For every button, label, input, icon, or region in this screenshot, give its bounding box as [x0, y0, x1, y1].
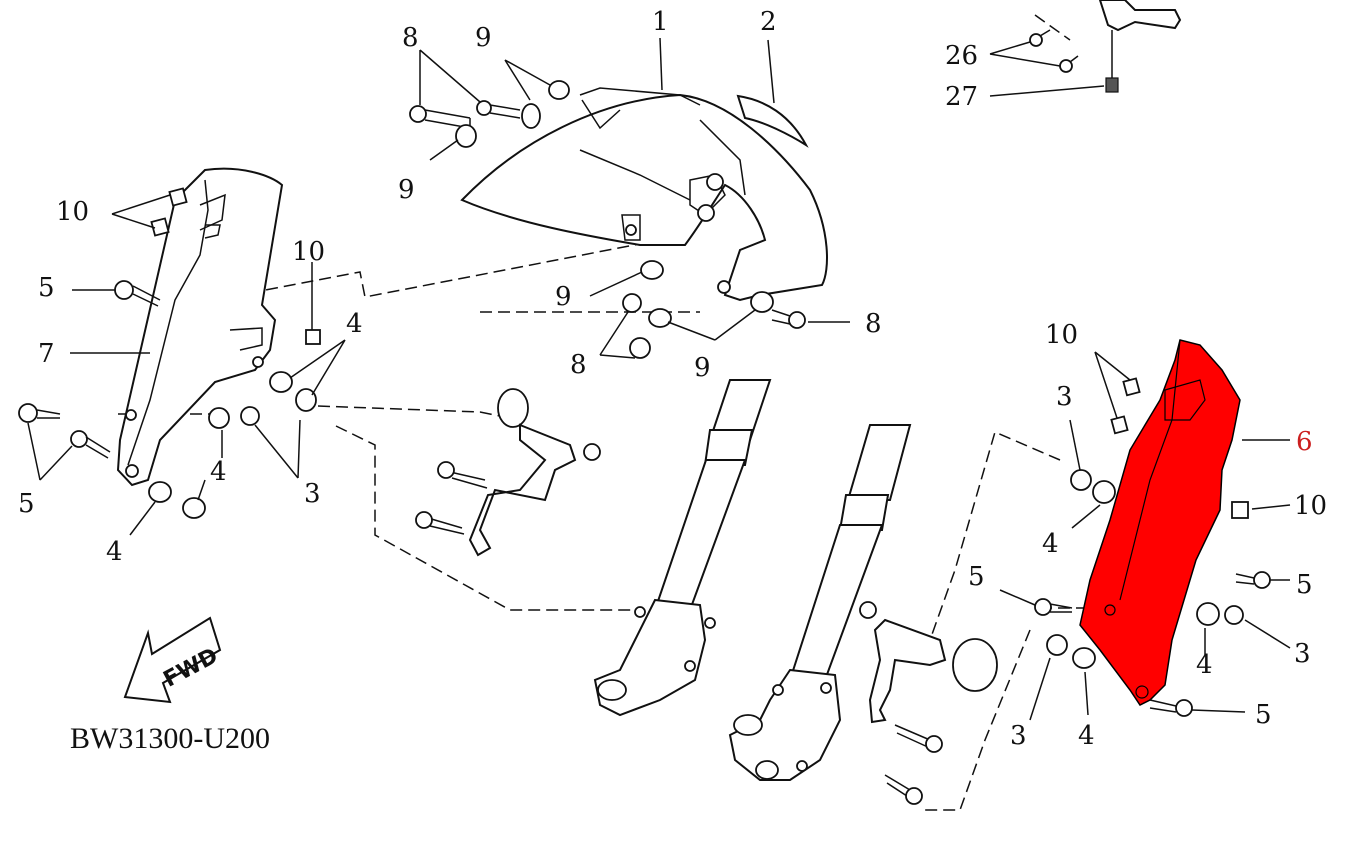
callout-5: 5	[1255, 700, 1272, 730]
callout-5: 5	[968, 562, 985, 592]
callout-26: 26	[945, 41, 978, 71]
callout-4: 4	[106, 537, 123, 567]
callout-4: 4	[1196, 650, 1213, 680]
left-fork-protector	[116, 167, 284, 487]
callout-4: 4	[1078, 721, 1095, 751]
fender-decal	[736, 39, 809, 148]
callout-1: 1	[652, 7, 669, 37]
leader-lines	[27, 37, 1291, 721]
callout-5: 5	[1296, 570, 1313, 600]
callout-3: 3	[304, 479, 321, 509]
callout-27: 27	[945, 82, 978, 112]
diagram-code: BW31300-U200	[70, 722, 270, 755]
callout-4: 4	[1042, 529, 1059, 559]
callout-10: 10	[292, 237, 325, 267]
fender-hardware	[409, 80, 806, 359]
right-hose-bracket	[859, 601, 998, 805]
right-hardware	[1034, 377, 1271, 717]
right-fork-protector-highlighted	[1079, 339, 1241, 706]
callout-3: 3	[1294, 639, 1311, 669]
fwd-direction-arrow: FWD	[123, 616, 222, 704]
callout-8: 8	[570, 350, 587, 380]
callout-5: 5	[18, 489, 35, 519]
callout-5: 5	[38, 273, 55, 303]
callout-2: 2	[760, 7, 777, 37]
callout-9: 9	[398, 175, 415, 205]
assembly-dashed-lines	[118, 14, 1120, 811]
callout-8: 8	[402, 23, 419, 53]
callout-4: 4	[346, 309, 363, 339]
callout-9: 9	[555, 282, 572, 312]
front-fender	[460, 87, 828, 302]
top-bracket-partial	[1029, 0, 1182, 93]
callout-8: 8	[865, 309, 882, 339]
right-fork	[728, 424, 912, 781]
callout-6-highlighted: 6	[1296, 427, 1313, 457]
callout-10: 10	[56, 197, 89, 227]
left-hose-bracket	[415, 388, 601, 557]
left-fork	[593, 379, 772, 717]
callout-3: 3	[1010, 721, 1027, 751]
callout-10: 10	[1294, 491, 1327, 521]
callout-7: 7	[38, 339, 55, 369]
callout-9: 9	[475, 23, 492, 53]
callout-3: 3	[1056, 382, 1073, 412]
callout-9: 9	[694, 353, 711, 383]
callout-4: 4	[210, 457, 227, 487]
left-hardware	[18, 187, 321, 519]
callout-labels: 1 2 8 9 9 26 27 10 10 5 7 4 5 4 3 4 9 8 …	[18, 7, 1327, 751]
callout-10: 10	[1045, 320, 1078, 350]
